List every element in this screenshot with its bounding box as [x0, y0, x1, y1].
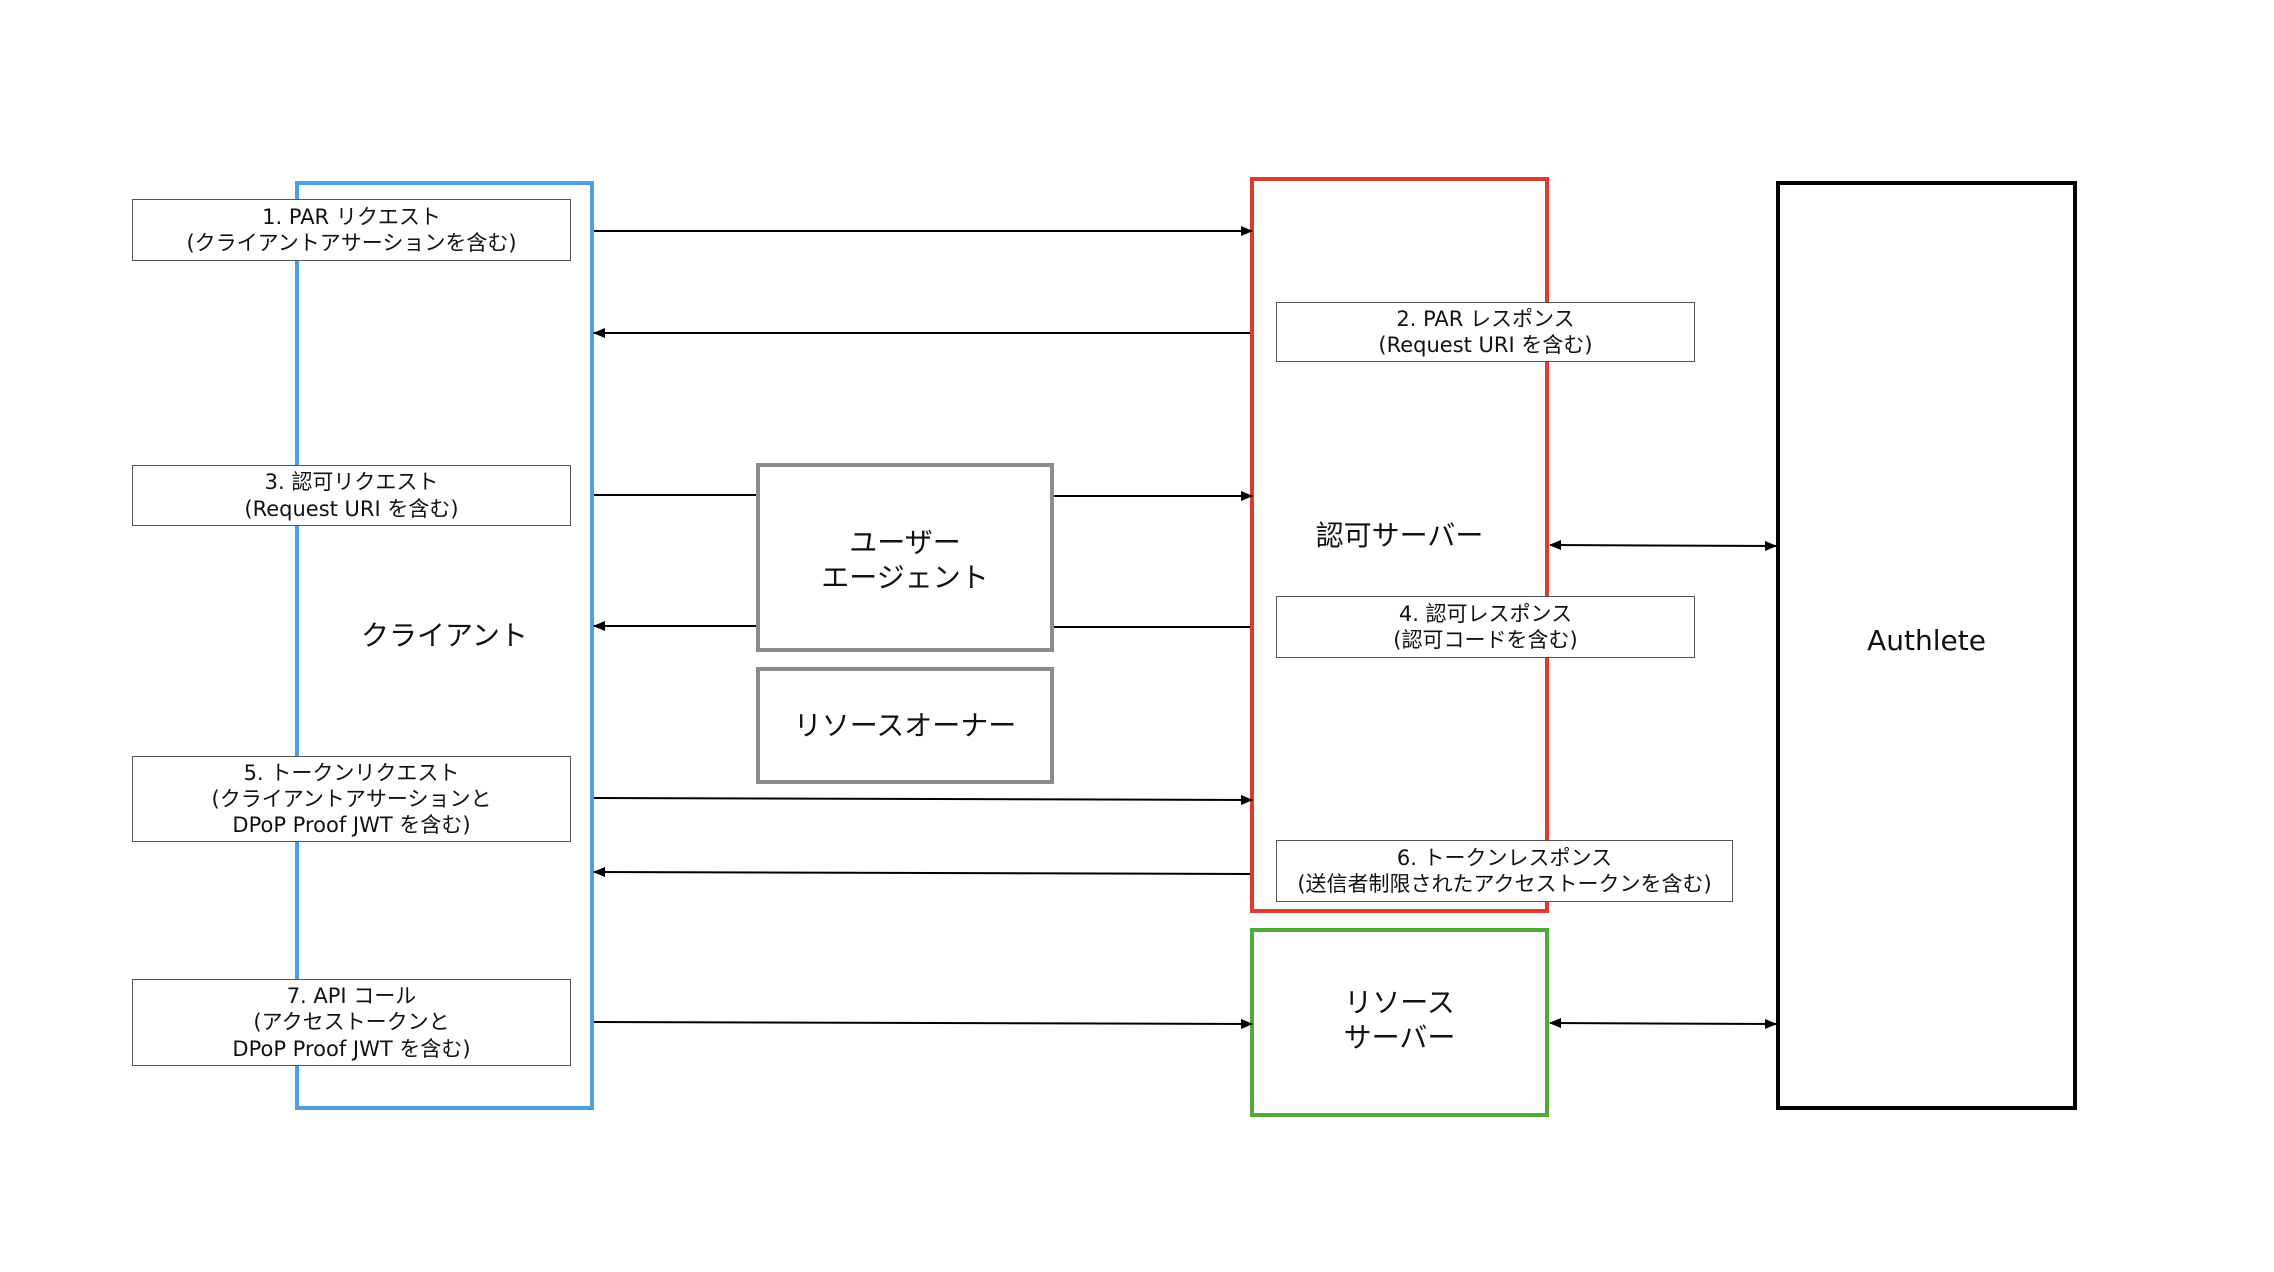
- resource-owner-label: リソースオーナー: [758, 690, 1052, 760]
- step-7-line-2: (アクセストークンと: [253, 1010, 450, 1035]
- user-agent-line-2: エージェント: [821, 561, 989, 594]
- step-7-line-3: DPoP Proof JWT を含む): [232, 1036, 471, 1061]
- arrow-step-7: [593, 1018, 1253, 1029]
- auth-server-box: [1250, 177, 1549, 913]
- client-box: [295, 181, 594, 1110]
- authlete-label: Authlete: [1778, 605, 2075, 675]
- user-agent-label: ユーザー エージェント: [758, 505, 1052, 615]
- authlete-label-text: Authlete: [1867, 623, 1986, 657]
- resource-owner-box: [756, 667, 1054, 784]
- step-6-line-2: (送信者制限されたアクセストークンを含む): [1297, 872, 1712, 896]
- step-2-label: 2. PAR レスポンス (Request URI を含む): [1276, 302, 1695, 362]
- authlete-box: [1776, 181, 2077, 1110]
- step-4-line-1: 4. 認可レスポンス: [1398, 601, 1573, 626]
- step-1-line-1: 1. PAR リクエスト: [262, 204, 441, 229]
- auth-server-label-text: 認可サーバー: [1315, 518, 1484, 552]
- step-3-label: 3. 認可リクエスト (Request URI を含む): [132, 465, 571, 526]
- step-5-label: 5. トークンリクエスト (クライアントアサーションと DPoP Proof J…: [132, 756, 571, 842]
- auth-server-label: 認可サーバー: [1252, 500, 1547, 570]
- step-4-label: 4. 認可レスポンス (認可コードを含む): [1276, 596, 1695, 658]
- resource-server-line-2: サーバー: [1343, 1021, 1456, 1054]
- arrow-resourceserver-authlete: [1549, 1018, 1777, 1029]
- step-5-line-1: 5. トークンリクエスト: [243, 760, 460, 785]
- step-7-label: 7. API コール (アクセストークンと DPoP Proof JWT を含む…: [132, 979, 571, 1066]
- step-5-line-2: (クライアントアサーションと: [211, 786, 492, 811]
- client-label-text: クライアント: [361, 618, 528, 652]
- arrow-step-6: [593, 867, 1251, 878]
- user-agent-box: [756, 463, 1054, 652]
- step-2-line-2: (Request URI を含む): [1378, 333, 1593, 357]
- resource-owner-label-text: リソースオーナー: [793, 708, 1017, 742]
- step-4-line-2: (認可コードを含む): [1393, 628, 1578, 652]
- client-label: クライアント: [297, 600, 592, 670]
- user-agent-line-1: ユーザー: [849, 526, 961, 559]
- step-7-line-1: 7. API コール: [286, 984, 417, 1009]
- step-2-line-1: 2. PAR レスポンス: [1396, 306, 1575, 331]
- step-1-label: 1. PAR リクエスト (クライアントアサーションを含む): [132, 199, 571, 261]
- step-5-line-3: DPoP Proof JWT を含む): [232, 813, 471, 838]
- arrow-step-5: [593, 794, 1253, 805]
- resource-server-line-1: リソース: [1344, 986, 1455, 1019]
- step-3-line-2: (Request URI を含む): [244, 496, 459, 521]
- step-3-line-1: 3. 認可リクエスト: [264, 470, 439, 495]
- resource-server-label: リソース サーバー: [1252, 965, 1547, 1075]
- arrow-authserver-authlete: [1549, 540, 1777, 551]
- step-1-line-2: (クライアントアサーションを含む): [186, 231, 517, 255]
- step-6-label: 6. トークンレスポンス (送信者制限されたアクセストークンを含む): [1276, 840, 1733, 902]
- step-6-line-1: 6. トークンレスポンス: [1396, 845, 1613, 870]
